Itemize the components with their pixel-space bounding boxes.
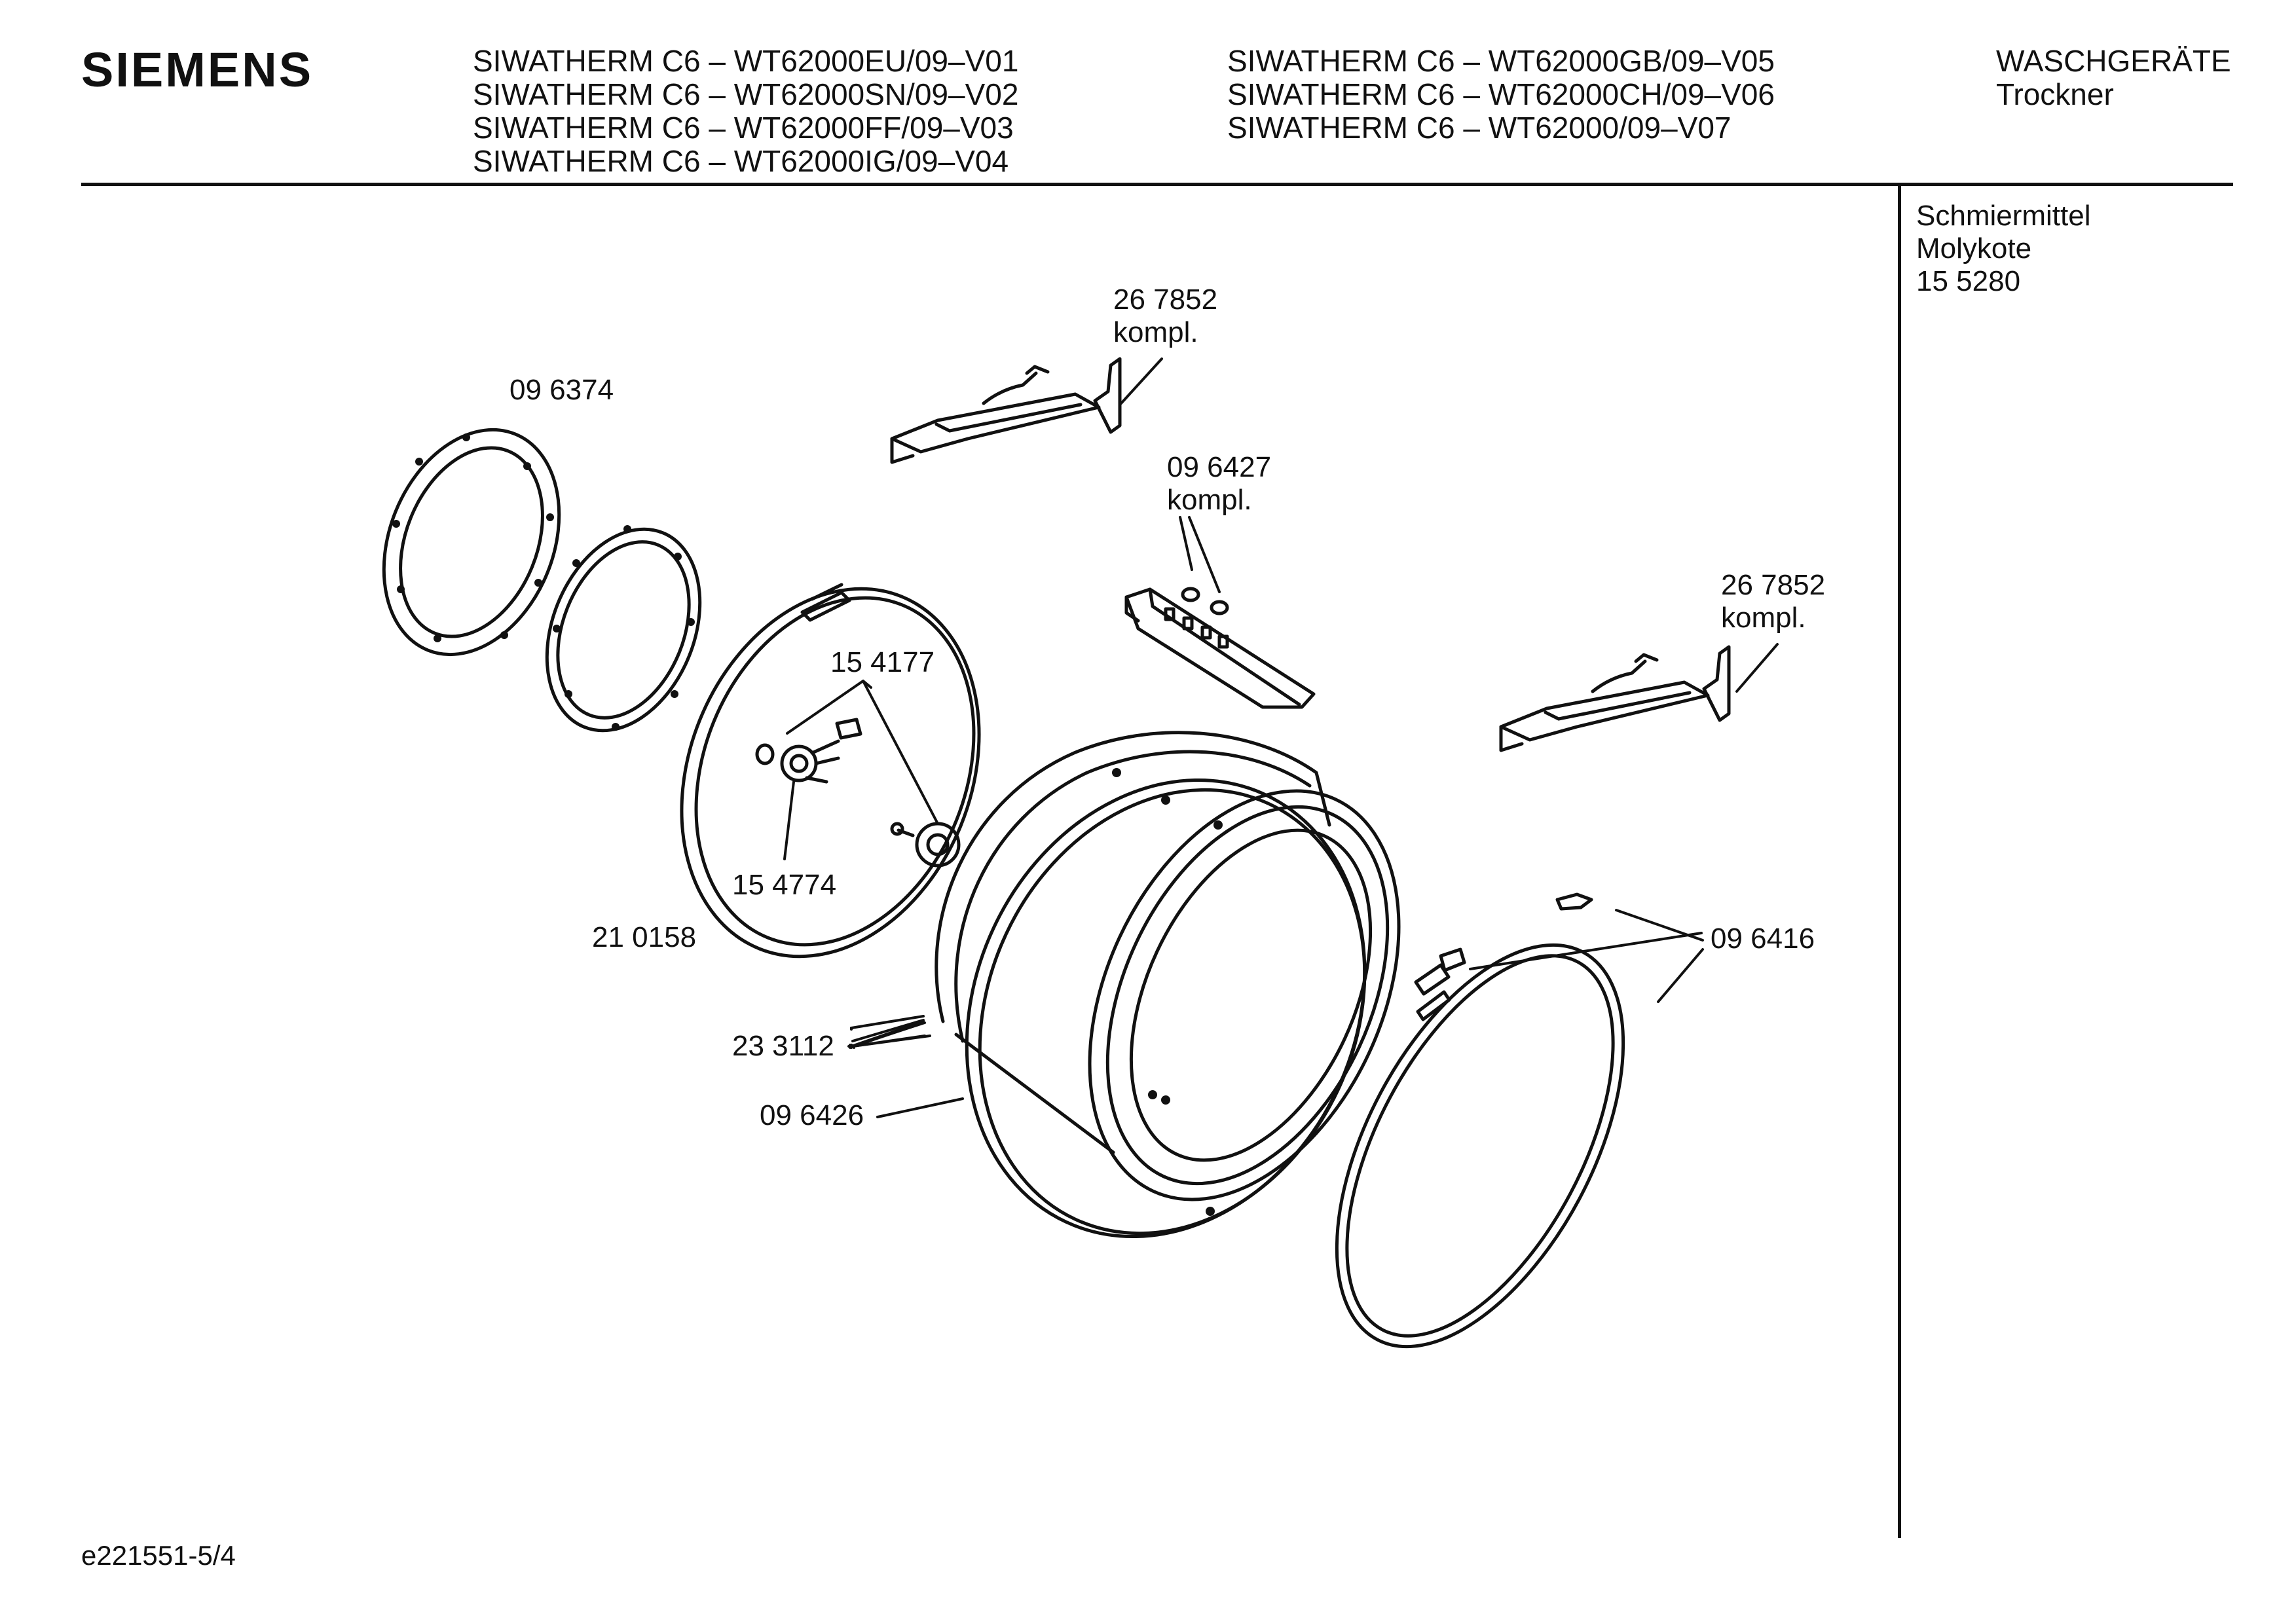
label-lamp-holder-suffix: kompl. — [1167, 484, 1252, 516]
model-line: SIWATHERM C6 – WT62000GB/09–V05 — [1227, 44, 1775, 78]
lubricant-note: Schmiermittel Molykote 15 5280 — [1916, 200, 2091, 298]
lubricant-label: Schmiermittel — [1916, 200, 2091, 232]
rear-seal-ring — [545, 525, 702, 733]
label-lamp-holder-number: 09 6427 — [1167, 451, 1271, 483]
model-line: SIWATHERM C6 – WT62000IG/09–V04 — [473, 144, 1009, 178]
drum-seal-part — [965, 778, 1367, 1239]
label-drum: 23 3112 — [732, 1030, 834, 1062]
bracket-top-part — [890, 357, 1122, 464]
model-line: SIWATHERM C6 – WT62000/09–V07 — [1227, 111, 1731, 145]
label-bearing-part: 15 4774 — [732, 869, 836, 901]
drum-part — [935, 731, 1401, 1216]
part-labels: 26 7852 kompl. 09 6374 09 6427 kompl. 26… — [509, 284, 1825, 1131]
siemens-logo: SIEMENS — [81, 43, 314, 97]
category-subtitle: Trockner — [1996, 77, 2114, 111]
label-rear-gasket: 09 6374 — [509, 374, 614, 406]
category-title: WASCHGERÄTE — [1996, 44, 2231, 78]
leader-lines — [783, 357, 1779, 1118]
label-rear-wall-part: 15 4177 — [830, 646, 935, 678]
lubricant-name: Molykote — [1916, 232, 2032, 265]
lamp-holder-part — [1124, 587, 1316, 709]
label-front-seal: 09 6416 — [1711, 923, 1815, 955]
model-list-left: SIWATHERM C6 – WT62000EU/09–V01 SIWATHER… — [473, 45, 1018, 178]
bracket-right-part — [1499, 645, 1731, 752]
front-seal-part — [1335, 892, 1625, 1349]
lubricant-part-number: 15 5280 — [1916, 265, 2021, 297]
model-line: SIWATHERM C6 – WT62000FF/09–V03 — [473, 111, 1014, 145]
rear-gasket-part — [382, 428, 561, 657]
model-line: SIWATHERM C6 – WT62000EU/09–V01 — [473, 44, 1019, 78]
document-code: e221551-5/4 — [81, 1540, 236, 1571]
model-list-right: SIWATHERM C6 – WT62000GB/09–V05 SIWATHER… — [1227, 45, 1775, 145]
header-divider — [81, 183, 2233, 186]
label-bracket-right-suffix: kompl. — [1721, 602, 1806, 634]
label-bracket-right-number: 26 7852 — [1721, 569, 1825, 601]
label-rear-wall: 21 0158 — [592, 921, 696, 953]
side-panel-divider — [1898, 186, 1901, 1538]
label-bracket-top-suffix: kompl. — [1113, 316, 1198, 348]
model-line: SIWATHERM C6 – WT62000CH/09–V06 — [1227, 77, 1775, 111]
category-block: WASCHGERÄTE Trockner — [1996, 45, 2231, 111]
label-bracket-top-number: 26 7852 — [1113, 284, 1217, 316]
model-line: SIWATHERM C6 – WT62000SN/09–V02 — [473, 77, 1019, 111]
rear-wall-part — [680, 583, 981, 959]
label-drum-seal: 09 6426 — [760, 1099, 864, 1131]
